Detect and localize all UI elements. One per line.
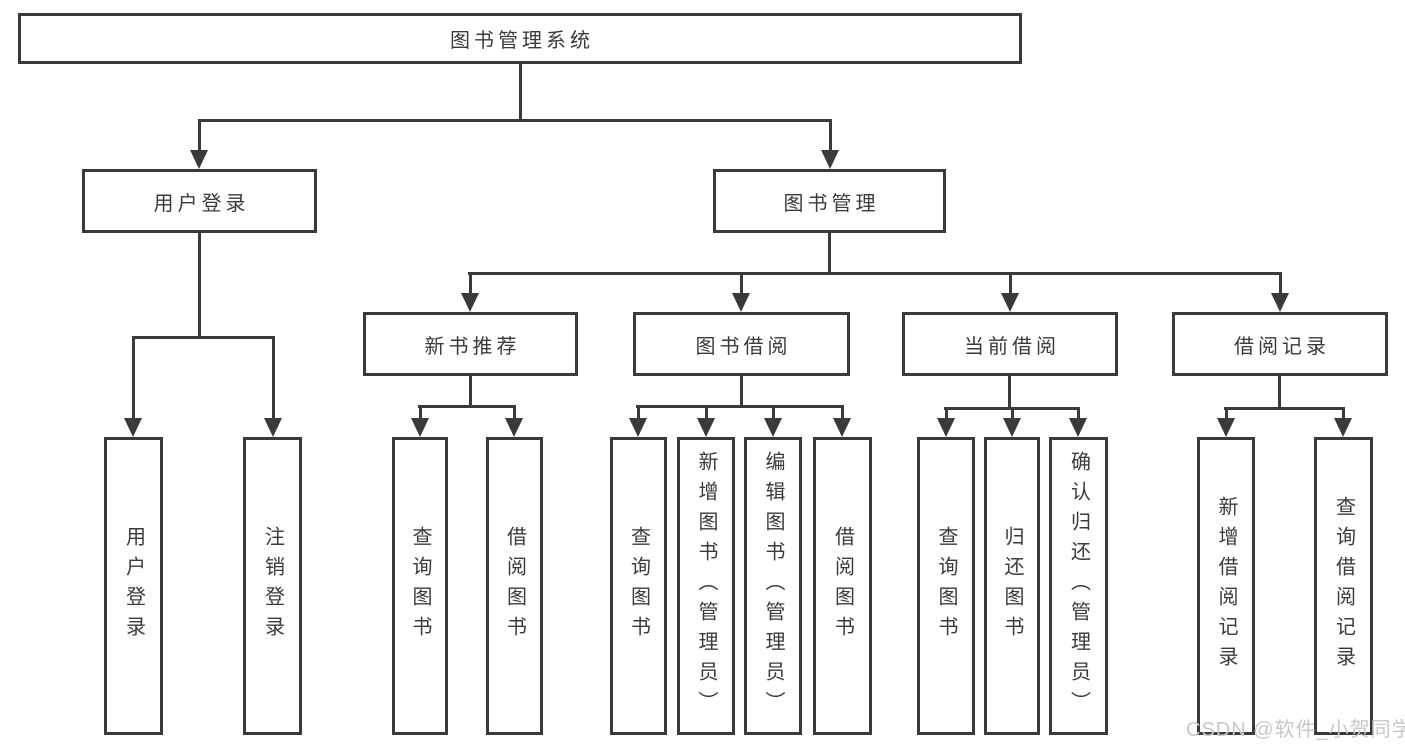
connector-line [519,64,522,122]
node-label-leaf-query-book-2: 查询图书 [627,526,650,646]
connector-line [705,405,708,418]
node-label-leaf-borrow-book-2: 借阅图书 [831,526,854,646]
node-current-borrow: 当前借阅 [902,312,1118,376]
connector-line [772,405,775,418]
arrow-down-icon [411,418,429,437]
arrow-down-icon [1217,418,1235,437]
connector-line [1278,376,1281,410]
node-leaf-confirm-return: 确认归还（管理员） [1049,437,1108,735]
node-leaf-logout: 注销登录 [243,437,302,735]
connector-line [841,405,844,418]
node-book-borrow: 图书借阅 [633,312,850,376]
connector-line [419,405,422,418]
connector-line [1225,407,1228,418]
node-label-leaf-query-book-3: 查询图书 [935,526,957,646]
arrow-down-icon [1003,418,1021,437]
connector-line [828,233,831,275]
node-leaf-query-book-3: 查询图书 [917,437,975,735]
node-label-leaf-user-login: 用户登录 [122,526,145,646]
connector-line [945,407,948,418]
connector-line [740,272,743,293]
connector-line [1077,407,1080,418]
connector-line [198,233,201,339]
watermark-text: CSDN @软件_小贺同学 [1186,719,1405,741]
node-user-login: 用户登录 [82,169,317,233]
arrow-down-icon [1069,418,1087,437]
arrow-down-icon [764,418,782,437]
node-leaf-query-book-1: 查询图书 [392,437,448,735]
node-book-mgmt: 图书管理 [713,169,946,233]
arrow-down-icon [190,150,208,169]
node-label-root: 图书管理系统 [450,30,594,52]
arrow-down-icon [821,150,839,169]
arrow-down-icon [264,418,282,437]
node-leaf-return-book: 归还图书 [984,437,1040,735]
connector-line [1224,407,1345,410]
node-leaf-borrow-book-2: 借阅图书 [813,437,872,735]
node-label-new-book-recommend: 新书推荐 [424,335,521,358]
node-label-book-mgmt: 图书管理 [783,192,880,215]
connector-line [132,336,275,339]
arrow-down-icon [629,418,647,437]
connector-line [1279,272,1282,293]
node-label-borrow-records: 借阅记录 [1234,335,1330,358]
connector-line [198,119,832,122]
node-label-leaf-confirm-return: 确认归还（管理员） [1067,451,1090,721]
node-leaf-add-book: 新增图书（管理员） [677,437,735,735]
connector-line [637,405,640,418]
arrow-down-icon [937,418,955,437]
node-label-leaf-borrow-book-1: 借阅图书 [503,526,526,646]
arrow-down-icon [732,293,750,312]
node-leaf-query-borrow-record: 查询借阅记录 [1314,437,1373,735]
connector-line [132,336,135,418]
connector-line [418,405,516,408]
node-label-leaf-add-borrow-record: 新增借阅记录 [1215,496,1237,676]
connector-line [469,376,472,408]
connector-line [468,272,1282,275]
node-leaf-user-login: 用户登录 [104,437,163,735]
node-label-current-borrow: 当前借阅 [964,335,1060,358]
arrow-down-icon [1334,418,1352,437]
arrow-down-icon [124,418,142,437]
connector-line [1342,407,1345,418]
arrow-down-icon [505,418,523,437]
node-label-leaf-edit-book: 编辑图书（管理员） [762,451,784,721]
node-new-book-recommend: 新书推荐 [363,312,578,376]
arrow-down-icon [1271,293,1289,312]
node-borrow-records: 借阅记录 [1172,312,1388,376]
connector-line [513,405,516,418]
node-label-leaf-return-book: 归还图书 [1001,526,1023,646]
node-label-user-login: 用户登录 [153,192,250,215]
connector-line [740,376,743,408]
node-label-book-borrow: 图书借阅 [695,335,792,358]
connector-line [1008,376,1011,410]
node-leaf-query-book-2: 查询图书 [610,437,667,735]
connector-line [1011,407,1014,418]
connector-line [198,119,201,150]
arrow-down-icon [1001,293,1019,312]
arrow-down-icon [697,418,715,437]
node-label-leaf-add-book: 新增图书（管理员） [695,451,717,721]
node-leaf-edit-book: 编辑图书（管理员） [744,437,802,735]
node-root: 图书管理系统 [18,13,1022,64]
node-label-leaf-query-borrow-record: 查询借阅记录 [1332,496,1355,676]
connector-line [829,119,832,150]
node-leaf-add-borrow-record: 新增借阅记录 [1197,437,1255,735]
connector-line [469,272,472,293]
node-leaf-borrow-book-1: 借阅图书 [486,437,543,735]
arrow-down-icon [833,418,851,437]
node-label-leaf-logout: 注销登录 [261,526,284,646]
connector-line [1009,272,1012,293]
connector-line [636,405,844,408]
arrow-down-icon [461,293,479,312]
connector-line [272,336,275,418]
node-label-leaf-query-book-1: 查询图书 [409,526,431,646]
